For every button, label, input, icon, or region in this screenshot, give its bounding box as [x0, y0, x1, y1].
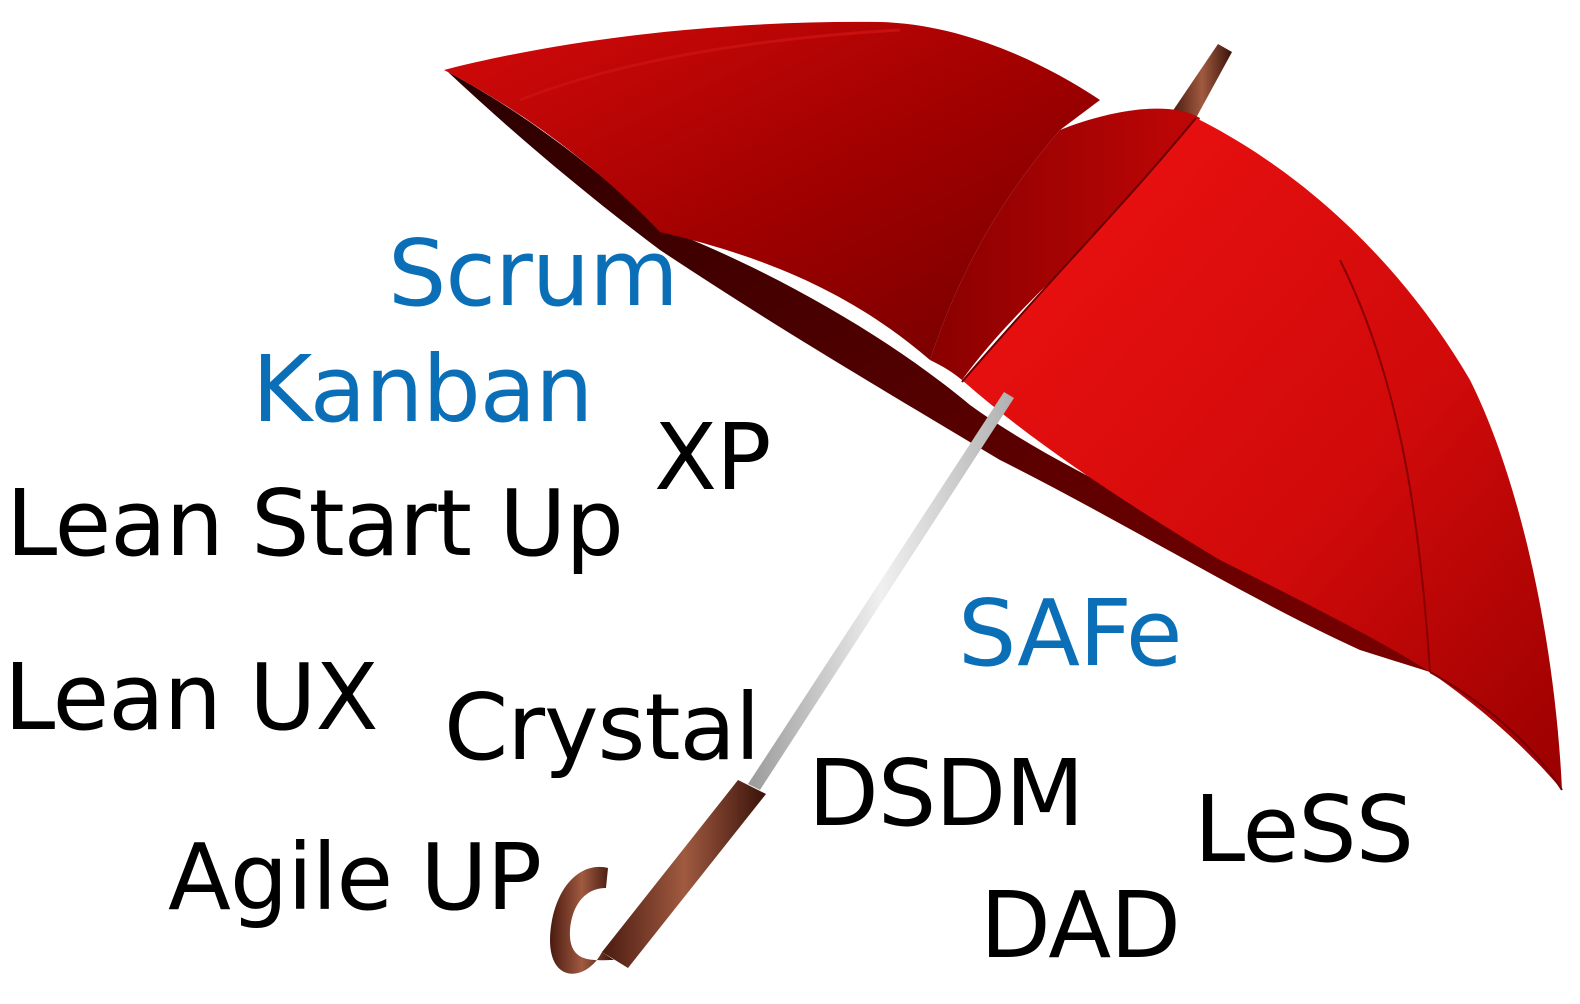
term-dad: DAD — [980, 872, 1181, 979]
term-crystal: Crystal — [444, 674, 760, 781]
term-agile-up: Agile UP — [168, 824, 542, 931]
term-scrum: Scrum — [388, 220, 679, 327]
term-xp: XP — [654, 404, 772, 511]
term-less: LeSS — [1194, 776, 1414, 883]
term-lean-start-up: Lean Start Up — [6, 470, 624, 577]
term-dsdm: DSDM — [808, 740, 1084, 847]
term-kanban: Kanban — [252, 336, 593, 443]
term-safe: SAFe — [958, 580, 1183, 687]
term-lean-ux: Lean UX — [4, 644, 379, 751]
